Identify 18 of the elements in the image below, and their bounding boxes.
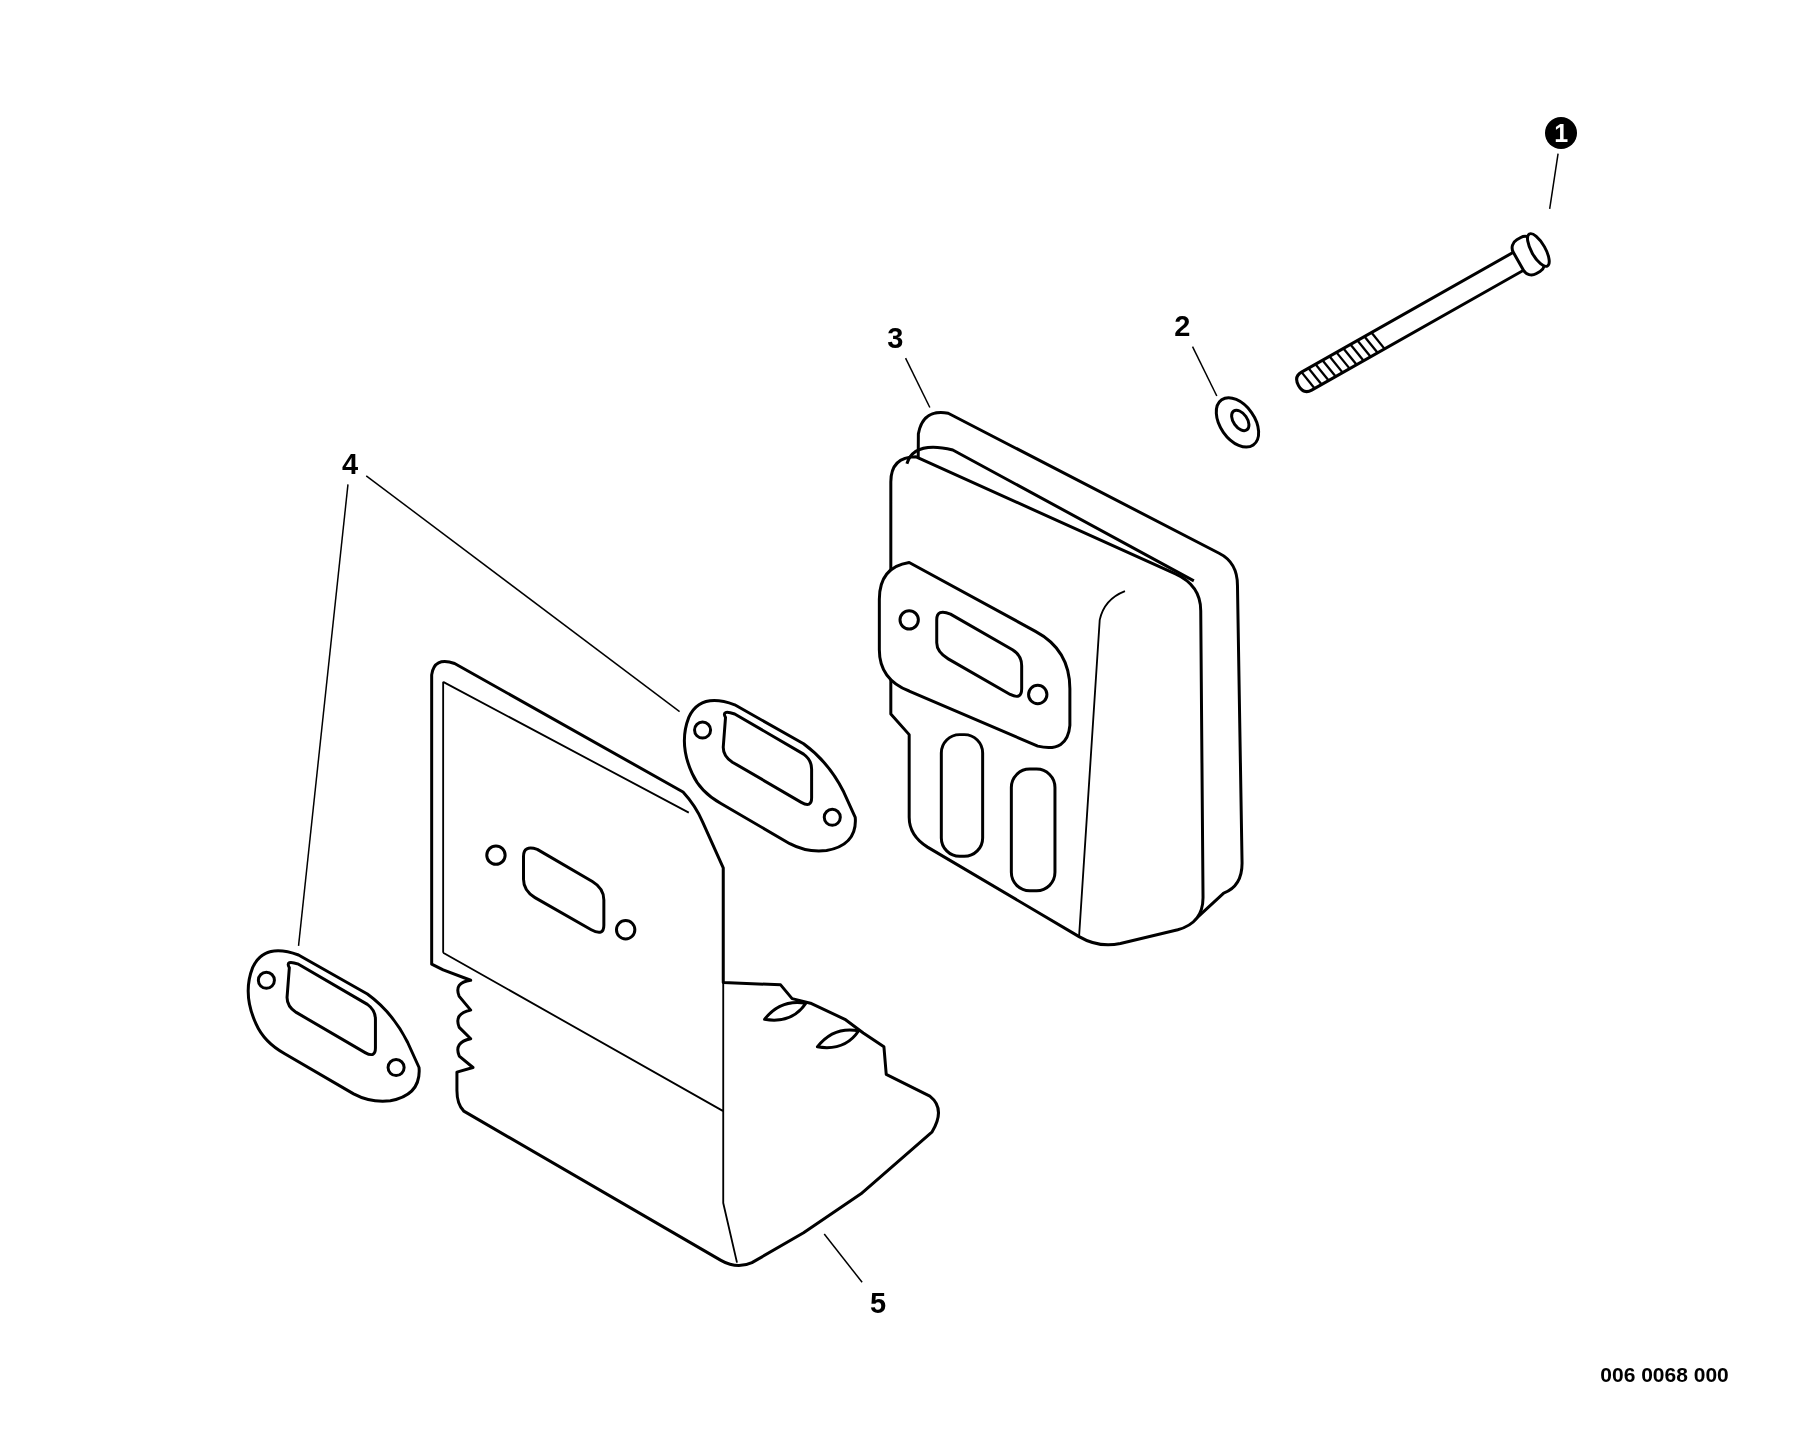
part-number: 006 0068 000: [1600, 1363, 1729, 1388]
gasket-drawing: [682, 699, 857, 853]
muffler-drawing: [877, 411, 1244, 947]
leader-line: [1191, 345, 1218, 397]
heat-shield-drawing: [430, 660, 940, 1268]
leader-line: [904, 357, 931, 409]
callout-number: 2: [1174, 310, 1191, 342]
callout-number: 1: [1545, 117, 1578, 150]
washer-drawing: [1214, 396, 1261, 449]
leader-line: [365, 475, 681, 713]
gasket-drawing: [246, 949, 421, 1103]
leader-line: [297, 483, 349, 947]
callout-number: 4: [342, 447, 359, 480]
leader-line: [823, 1233, 863, 1284]
bolt-drawing: [1295, 231, 1551, 394]
callout-number: 3: [887, 321, 904, 354]
leader-line: [1548, 152, 1559, 210]
callout-number: 5: [870, 1286, 887, 1319]
